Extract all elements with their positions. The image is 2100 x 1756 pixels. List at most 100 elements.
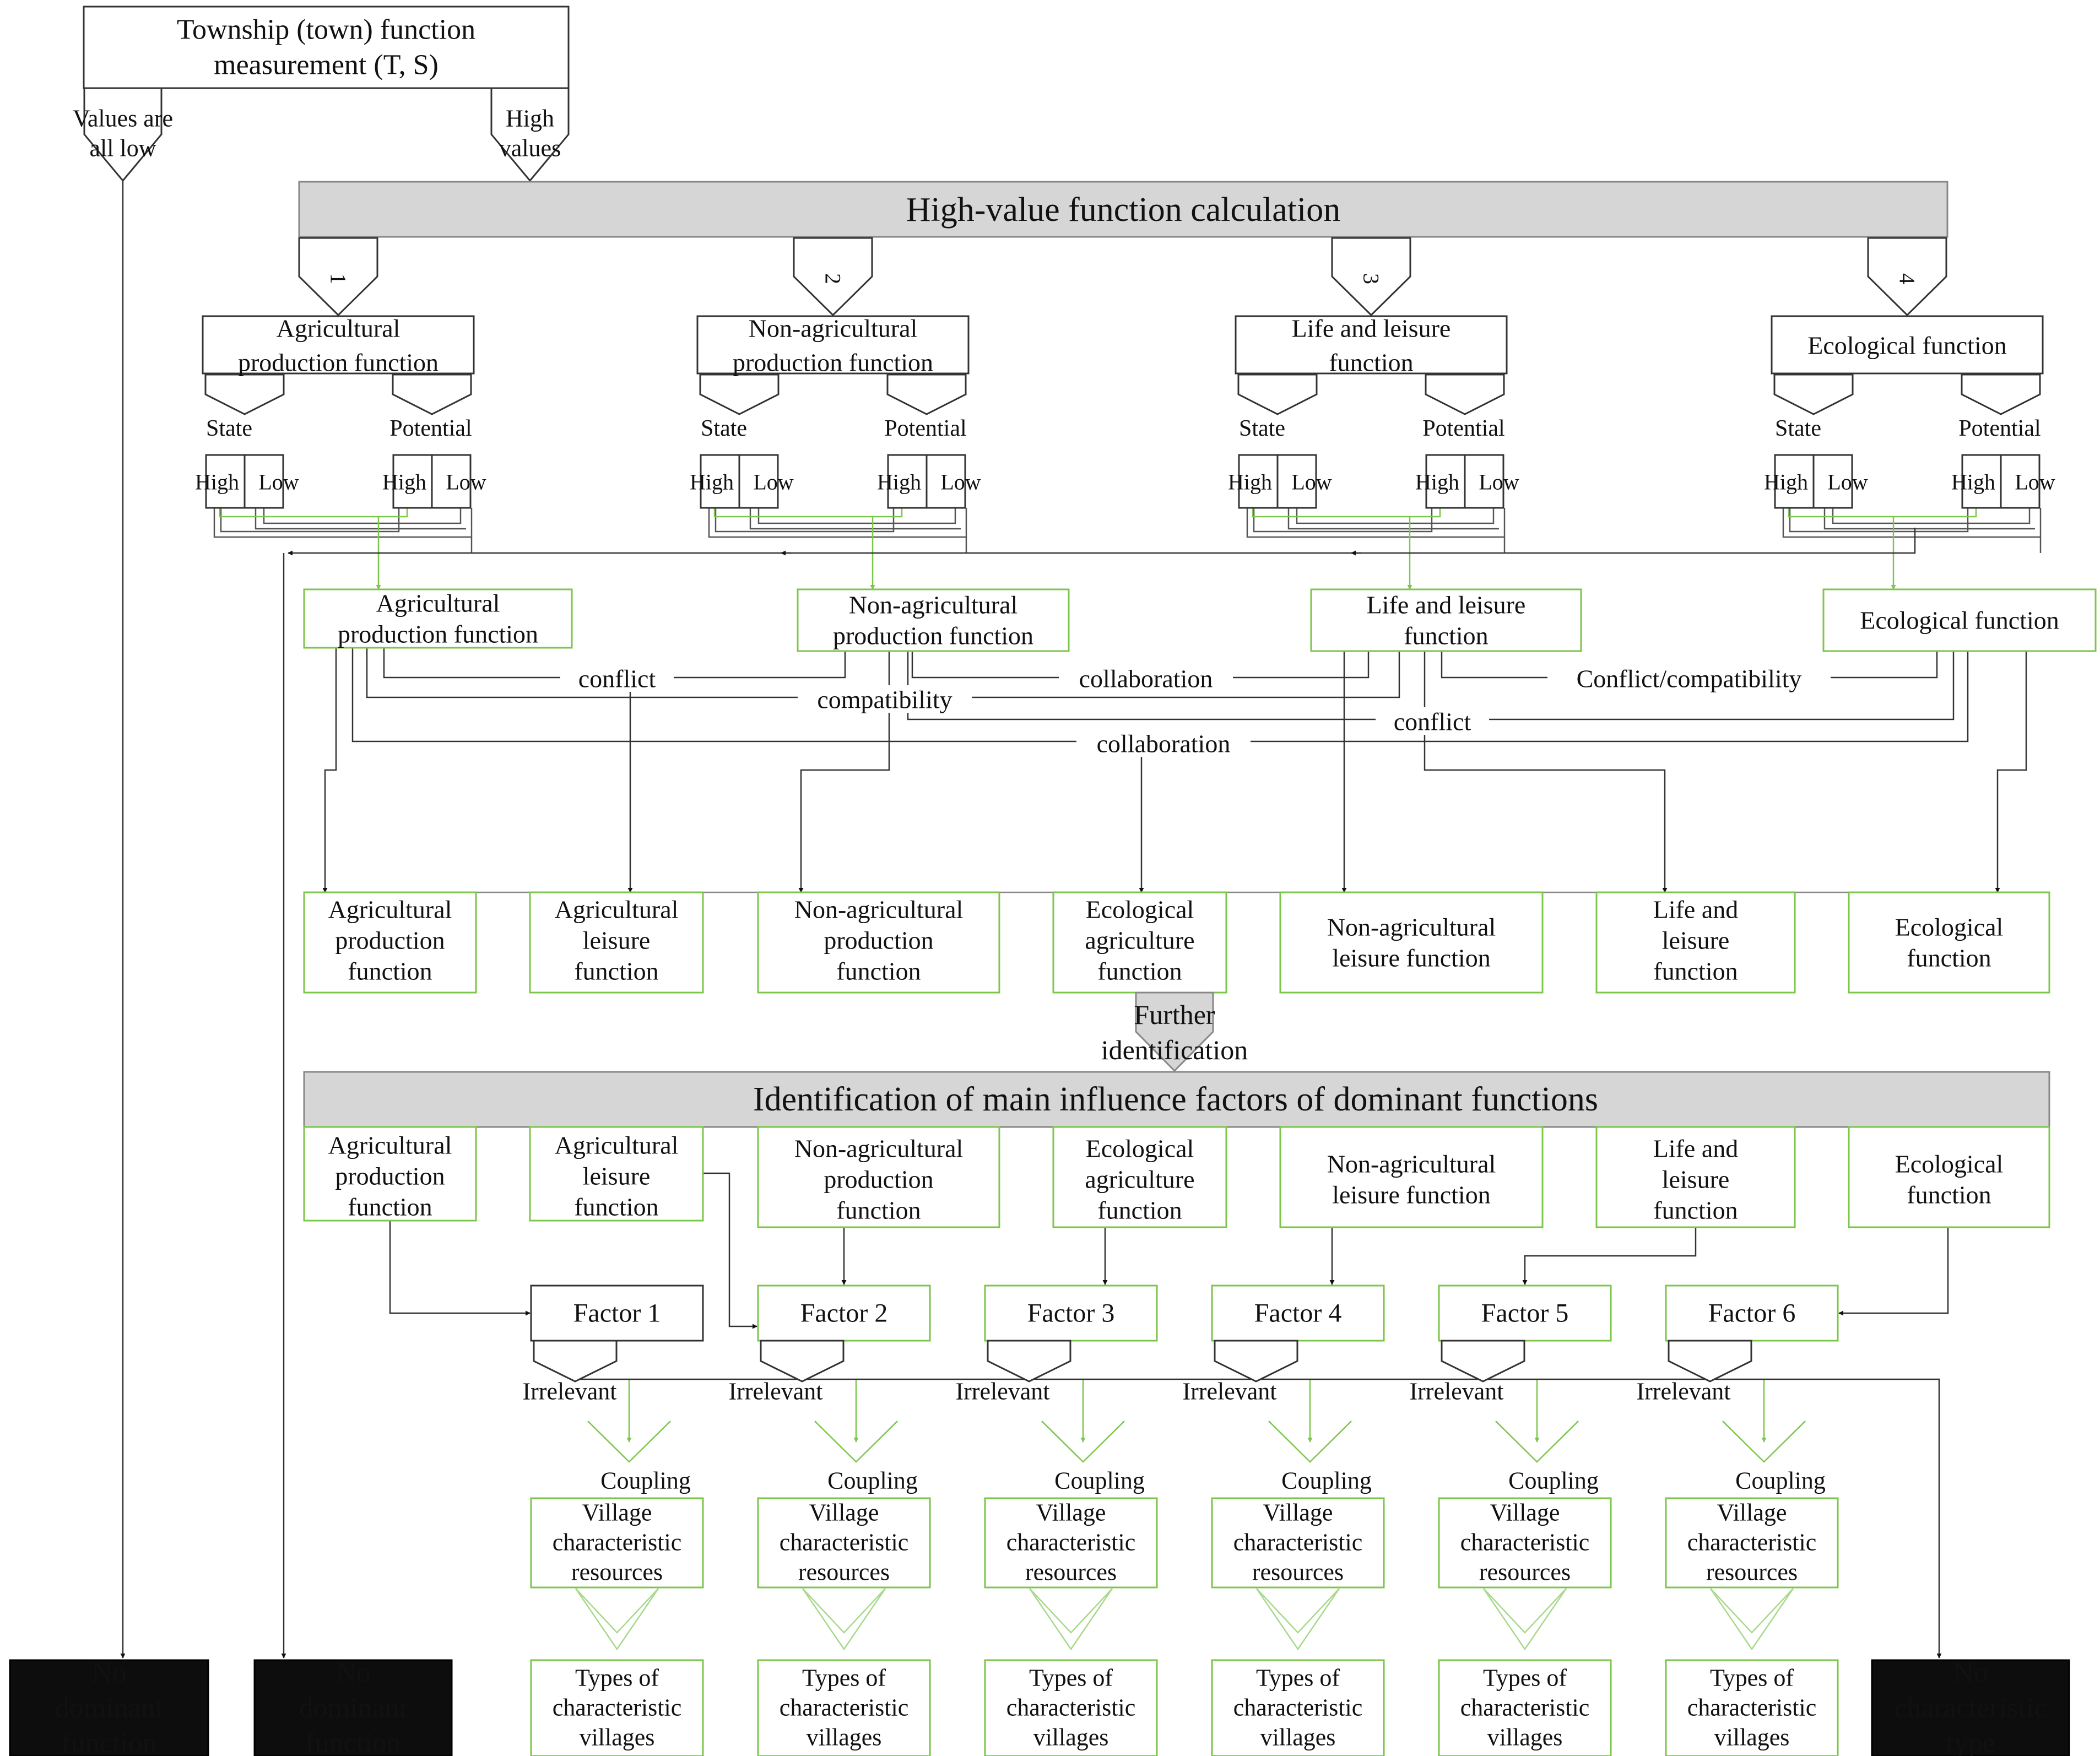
dominant-function-title-7: Ecological	[1895, 913, 2004, 941]
merge-line	[1246, 508, 1506, 538]
dominant-function-b-title-6: Life and	[1653, 1135, 1739, 1163]
high-label: High	[1951, 470, 1995, 495]
low-label: Low	[753, 470, 793, 495]
high-label: High	[1228, 470, 1272, 495]
merge-line	[1287, 508, 1499, 530]
resources-to-type-chevron	[1483, 1588, 1567, 1634]
branch-3-chevron	[1331, 237, 1411, 317]
resources-to-type-chevron	[1709, 1588, 1794, 1651]
village-resources-label: characteristic	[1006, 1529, 1136, 1556]
branch-4-chevron	[1867, 237, 1947, 317]
irrelevant-chevron	[1214, 1340, 1298, 1383]
factor-arrow	[1522, 1227, 1697, 1285]
dominant-function-title-3: Non-agricultural	[794, 896, 964, 924]
dominant-function-title-3: production	[824, 926, 933, 955]
banner-influence-title: Identification of main influence factors…	[753, 1081, 1598, 1118]
high-function-title-1: production function	[338, 620, 538, 648]
village-types-box	[984, 1659, 1158, 1756]
high-values-label: values	[499, 135, 561, 162]
factor-label-4: Factor 4	[1254, 1299, 1342, 1328]
village-types-label: Types of	[1256, 1665, 1340, 1692]
green-merge-line	[219, 508, 408, 518]
further-identification-chevron	[1135, 991, 1214, 1072]
village-resources-box	[1665, 1497, 1839, 1589]
state-chevron	[699, 373, 780, 415]
connector-lines	[120, 181, 2049, 1659]
state-chevron	[1773, 373, 1854, 415]
low-label: Low	[258, 470, 299, 495]
dominant-function-box-6	[1595, 891, 1796, 994]
resources-to-type-chevron	[575, 1588, 659, 1634]
relation-label: collaboration	[1097, 730, 1231, 758]
dominant-function-title-7: function	[1907, 944, 1991, 972]
merge-line	[220, 508, 400, 533]
village-resources-label: characteristic	[1687, 1529, 1817, 1556]
village-types-label: villages	[1033, 1724, 1109, 1751]
relation-label: conflict	[1394, 708, 1471, 736]
dominant-function-b-title-1: function	[348, 1193, 432, 1221]
village-resources-label: resources	[1025, 1559, 1117, 1586]
factor-arrow	[389, 1221, 531, 1316]
function-title-3: Life and leisure	[1292, 315, 1451, 343]
village-resources-label: Village	[1263, 1499, 1333, 1526]
relation-label-bg	[1076, 729, 1251, 757]
dominant-function-title-1: production	[335, 926, 445, 955]
relation-label: collaboration	[1079, 665, 1213, 693]
dominant-function-title-6: Life and	[1653, 896, 1739, 924]
factor-box-1	[530, 1285, 704, 1342]
dominant-function-title-2: leisure	[583, 926, 651, 955]
high-box	[392, 454, 433, 509]
dominant-function-title-3: function	[836, 957, 921, 985]
potential-chevron	[392, 373, 472, 415]
branch-number-4: 4	[1895, 273, 1920, 284]
irrelevant-chevron	[1668, 1340, 1752, 1383]
measurement-box	[83, 6, 570, 89]
high-function-title-3: Life and leisure	[1367, 591, 1526, 619]
dominant-function-box-5	[1279, 891, 1544, 994]
high-label: High	[877, 470, 921, 495]
branch-number-1: 1	[326, 273, 351, 284]
low-label: Low	[446, 470, 486, 495]
village-resources-label: characteristic	[1460, 1529, 1590, 1556]
values-low-label: all low	[90, 135, 156, 162]
green-merge-line	[713, 508, 903, 518]
banner-high-value	[298, 181, 1949, 238]
dominant-function-b-title-7: function	[1907, 1181, 1991, 1209]
merge-line	[255, 508, 466, 530]
merge-line	[1823, 508, 2035, 530]
factor-label-5: Factor 5	[1481, 1299, 1569, 1328]
low-label: Low	[2015, 470, 2055, 495]
dominant-function-b-title-4: function	[1097, 1196, 1182, 1224]
dominant-arrow	[798, 648, 890, 893]
dominant-function-b-title-6: leisure	[1662, 1166, 1730, 1194]
village-types-label: characteristic	[1006, 1694, 1136, 1721]
high-function-box-4	[1822, 588, 2097, 652]
irrelevant-label: Irrelevant	[1410, 1378, 1504, 1405]
village-types-box	[1665, 1659, 1839, 1756]
relation-label: compatibility	[817, 686, 952, 714]
merge-line	[757, 508, 956, 524]
high-label: High	[1764, 470, 1808, 495]
function-title-1: Agricultural	[277, 315, 400, 343]
high-label: High	[195, 470, 239, 495]
village-resources-label: resources	[798, 1559, 890, 1586]
dominant-function-box-b-6	[1595, 1126, 1796, 1228]
resources-to-type-chevron	[1482, 1588, 1567, 1651]
measurement-title: Township (town) function	[177, 14, 475, 46]
village-resources-label: Village	[1490, 1499, 1560, 1526]
diagram-shapes	[9, 6, 2097, 1756]
function-title-2: Non-agricultural	[749, 315, 918, 343]
dominant-function-box-b-4	[1052, 1126, 1227, 1228]
further-identification-label: Further	[1134, 999, 1215, 1030]
village-resources-box	[530, 1497, 704, 1589]
high-values-label: High	[506, 105, 554, 132]
high-function-box-2	[797, 588, 1070, 652]
high-values-chevron	[490, 87, 570, 182]
factor-box-4	[1211, 1285, 1385, 1342]
village-types-label: Types of	[1029, 1665, 1113, 1692]
low-label: Low	[1479, 470, 1519, 495]
village-types-label: characteristic	[553, 1694, 682, 1721]
dominant-function-box-3	[757, 891, 1000, 994]
coupling-chevron	[1722, 1421, 1806, 1463]
outcome-label: No	[91, 1657, 127, 1689]
